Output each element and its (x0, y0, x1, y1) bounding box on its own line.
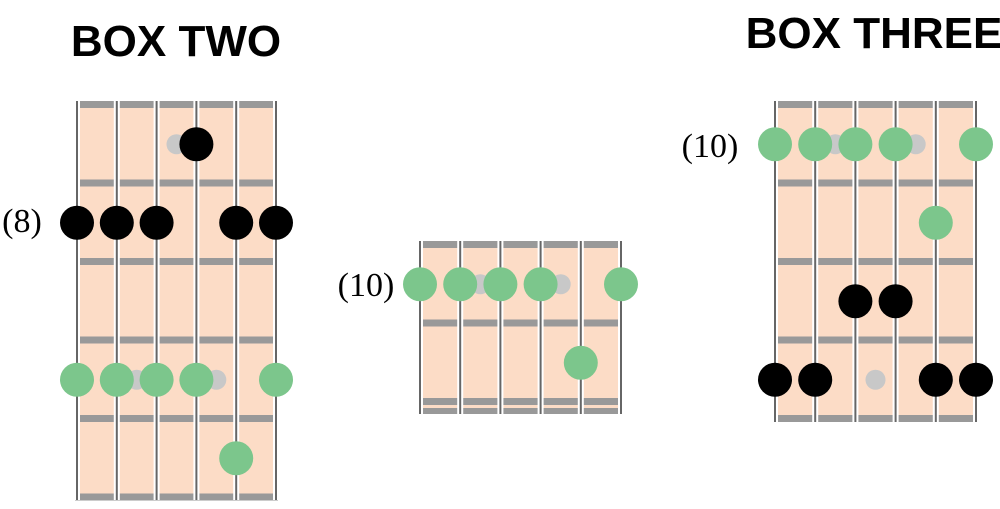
note-dot-black (179, 127, 214, 162)
note-dot-green (878, 127, 913, 162)
fret-line-bottom (418, 408, 623, 414)
note-dot-green (139, 362, 174, 397)
string-core (854, 101, 857, 422)
string-core (814, 101, 817, 422)
string-core (620, 241, 622, 414)
string-core (275, 101, 277, 500)
note-dot-green (179, 362, 214, 397)
fretboard-background (418, 241, 623, 414)
note-dot-black (878, 284, 913, 319)
note-dot-black (959, 362, 993, 397)
string-core (894, 101, 897, 422)
note-dot-black (838, 284, 873, 319)
fret-line (773, 336, 978, 344)
note-dot-green (758, 127, 792, 162)
string-core (975, 101, 977, 422)
note-dot-green (798, 127, 833, 162)
fret-line (75, 258, 278, 265)
note-dot-black (139, 205, 174, 240)
note-dot-green (563, 345, 598, 380)
fret-line (773, 101, 978, 108)
note-dot-green (259, 362, 293, 397)
string-core (539, 241, 542, 414)
note-dot-green (838, 127, 873, 162)
fret-line (418, 398, 623, 405)
string-core (579, 241, 582, 414)
fret-line (75, 179, 278, 187)
note-dot-green (219, 441, 254, 476)
fretboard-background (75, 101, 278, 500)
string-core (419, 241, 421, 414)
box-middle-diagram (403, 241, 638, 414)
box-middle-fret-label: (10) (338, 267, 395, 304)
fret-line (75, 336, 278, 344)
note-dot-black (219, 205, 254, 240)
note-dot-black (60, 205, 94, 240)
note-dot-green (443, 267, 478, 302)
note-dot-green (99, 362, 134, 397)
note-dot-black (99, 205, 134, 240)
box-two-title: BOX TWO (71, 17, 281, 66)
fret-line-bottom (773, 416, 978, 422)
string-core (195, 101, 198, 500)
box-two-diagram (60, 101, 293, 501)
fret-line (418, 319, 623, 327)
note-dot-black (798, 362, 833, 397)
string-core (155, 101, 158, 500)
string-core (76, 101, 78, 500)
note-dot-black (259, 205, 293, 240)
string-core (115, 101, 118, 500)
string-core (235, 101, 238, 500)
string-core (774, 101, 776, 422)
note-dot-green (60, 362, 94, 397)
fret-line-bottom (75, 494, 278, 500)
note-dot-green (918, 205, 953, 240)
box-three-title: BOX THREE (746, 9, 1000, 58)
note-dot-green (959, 127, 993, 162)
note-dot-green (483, 267, 518, 302)
box-two-fret-label: (8) (2, 203, 42, 240)
note-dot-green (523, 267, 558, 302)
box-three-fret-label: (10) (682, 128, 739, 165)
string-core (499, 241, 502, 414)
box-three-diagram (758, 101, 993, 422)
fret-line (75, 101, 278, 108)
fret-line (773, 179, 978, 187)
fret-line (773, 258, 978, 265)
note-dot-green (403, 267, 437, 302)
note-dot-green (604, 267, 638, 302)
fret-line (75, 415, 278, 422)
string-core (934, 101, 937, 422)
note-dot-black (758, 362, 792, 397)
ghost-dot (865, 369, 886, 390)
note-dot-black (918, 362, 953, 397)
fret-line (418, 241, 623, 248)
string-core (459, 241, 462, 414)
